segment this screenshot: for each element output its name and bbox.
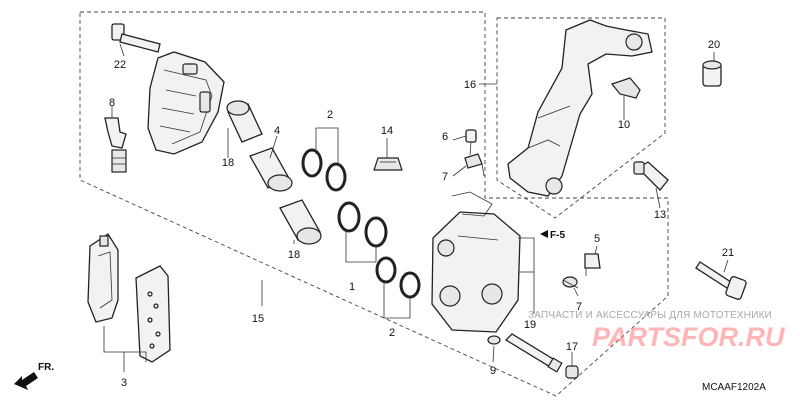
bracket-outline (496, 17, 666, 219)
clip-10-part (610, 77, 641, 99)
plug-17-part (565, 365, 579, 379)
callout-17: 17 (566, 341, 578, 353)
callout-5: 5 (594, 233, 600, 245)
bolt-13-part (633, 161, 669, 191)
watermark-logo: PARTSFOR.RU (592, 322, 786, 352)
washer-9-part (487, 335, 501, 345)
bolt-22-part (111, 23, 161, 53)
watermark-text: ЗАПЧАСТИ И АКСЕССУАРЫ ДЛЯ МОТОТЕХНИКИ (528, 310, 772, 321)
callout-6: 6 (442, 131, 448, 143)
boot-14-part (373, 157, 403, 171)
cap-7-upper-part (464, 153, 485, 177)
reference-mark: F-5 (540, 230, 565, 241)
callout-15: 15 (252, 313, 264, 325)
callout-22: 22 (114, 59, 126, 71)
seal-set-2-lower-part (375, 256, 421, 299)
callout-2-lower: 2 (389, 327, 395, 339)
callout-18-lower: 18 (288, 249, 300, 261)
callout-20: 20 (708, 39, 720, 51)
brake-pad-right-part (135, 265, 171, 363)
callout-3: 3 (121, 377, 127, 389)
seal-set-2-upper-part (301, 148, 347, 192)
sleeve-20-part (702, 60, 722, 87)
ref-arrow-icon (540, 230, 548, 238)
callout-4: 4 (274, 125, 280, 137)
callout-21: 21 (722, 247, 734, 259)
caliper-assembly-outline (79, 11, 669, 397)
callout-8: 8 (109, 97, 115, 109)
diagram-code: MCAAF1202A (702, 382, 766, 393)
pin-19-part (504, 333, 563, 373)
brake-pad-left-part (87, 233, 119, 323)
ref-mark-label: F-5 (550, 230, 565, 241)
callout-labels: 22 8 18 4 2 14 18 1 2 6 7 19 9 17 5 7 16… (109, 39, 734, 389)
direction-indicator: FR. (14, 362, 54, 390)
bracket-16-part (507, 19, 653, 197)
callout-16: 16 (464, 79, 476, 91)
callout-10: 10 (618, 119, 630, 131)
caliper-outer-body-part (147, 51, 225, 155)
callout-19: 19 (524, 319, 536, 331)
leader-lines (103, 43, 729, 372)
piston-4-part (249, 147, 293, 192)
callout-18-upper: 18 (222, 157, 234, 169)
bleeder-6-part (465, 129, 477, 156)
piston-18-lower-part (279, 199, 322, 245)
bolt-21-part (695, 261, 747, 300)
cap-7-lower-part (562, 276, 579, 289)
callout-14: 14 (381, 125, 393, 137)
front-arrow-icon (14, 372, 38, 390)
callout-7-lower: 7 (576, 301, 582, 313)
callout-7-upper: 7 (442, 171, 448, 183)
callout-2-upper: 2 (327, 109, 333, 121)
piston-18-upper-part (226, 100, 263, 143)
caliper-inner-body-part (431, 191, 521, 333)
clip-8-part (104, 117, 127, 173)
callout-1: 1 (349, 281, 355, 293)
callout-9: 9 (490, 365, 496, 377)
callout-13: 13 (654, 209, 666, 221)
direction-label: FR. (38, 362, 54, 373)
bleeder-5-part (584, 253, 601, 276)
